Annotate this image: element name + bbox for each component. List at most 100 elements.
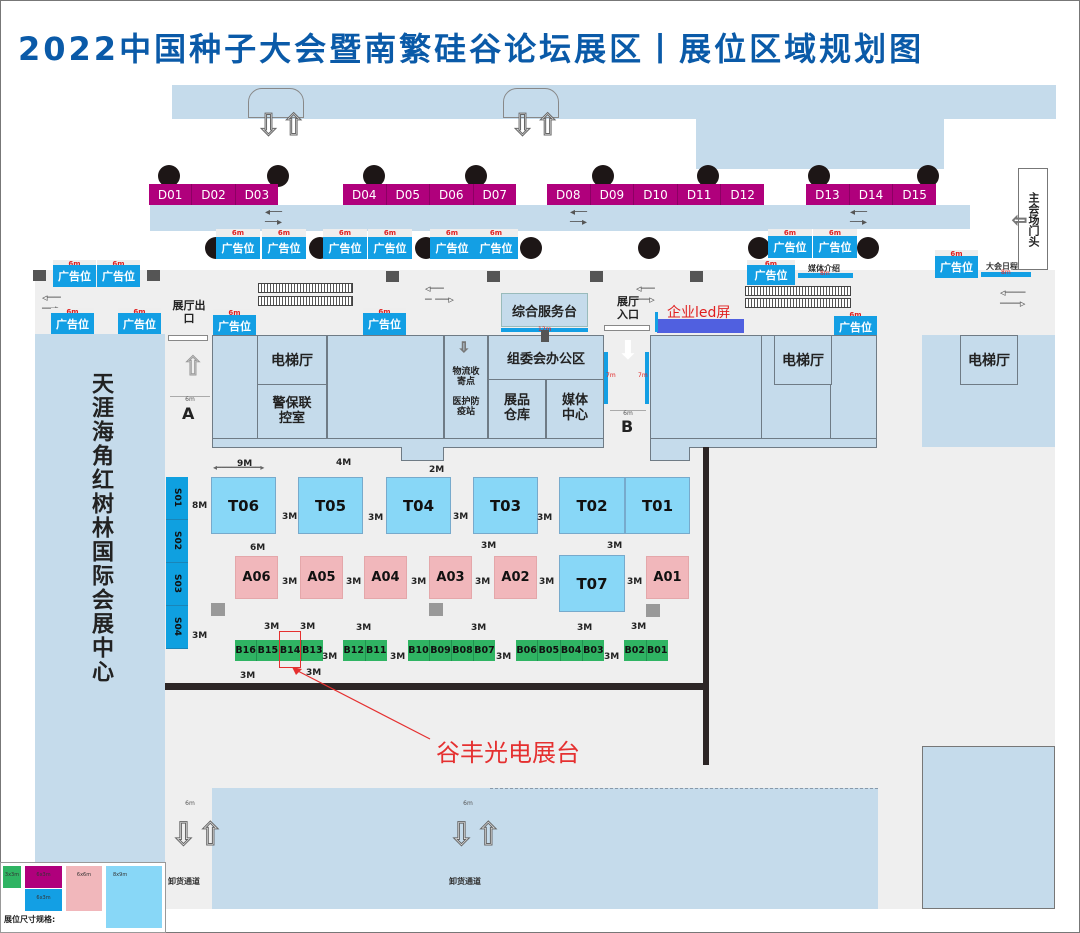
d-booth[interactable]: D12 <box>730 187 755 202</box>
d-booth[interactable]: D02 <box>192 184 236 205</box>
ad-slot[interactable]: 广告位 <box>768 236 812 258</box>
b-booth[interactable]: B13 <box>302 645 323 656</box>
b-booth[interactable]: B08 <box>452 640 474 661</box>
ad-slot[interactable]: 广告位 <box>935 256 978 278</box>
ad-slot[interactable]: 广告位 <box>813 236 857 258</box>
pillar-icon <box>363 165 385 187</box>
b-booth-group: B02 B01 <box>624 640 668 661</box>
b-booth-group: B10 B09 B08 B07 <box>408 640 495 661</box>
ad-slot[interactable]: 广告位 <box>262 237 306 259</box>
ad-slot[interactable]: 广告位 <box>834 316 877 338</box>
s-booth[interactable]: S02 <box>166 520 188 563</box>
ad-slot[interactable]: 广告位 <box>368 237 412 259</box>
b-booth[interactable]: B15 <box>257 640 280 661</box>
gate-b-ad-right <box>645 352 649 404</box>
a-booth[interactable]: A02 <box>494 556 537 599</box>
logistics-room[interactable] <box>444 335 488 439</box>
d-booth[interactable]: D08 <box>547 184 591 205</box>
ad-slot[interactable]: 广告位 <box>430 237 474 259</box>
elevator-hall[interactable]: 电梯厅 <box>774 335 832 385</box>
ad-slot[interactable]: 广告位 <box>474 237 518 259</box>
hall-entry-label: 展厅入口 <box>617 295 639 321</box>
legend-swatch: 3x3m <box>3 866 21 888</box>
b-booth[interactable]: B14 <box>280 640 302 661</box>
service-desk[interactable]: 综合服务台 <box>501 293 588 327</box>
highlight-label: 谷丰光电展台 <box>436 739 580 767</box>
dim-label: 3M <box>453 512 469 522</box>
dim-label: 3M <box>607 541 623 551</box>
s-booth[interactable]: S04 <box>166 606 188 649</box>
elevator-hall[interactable]: 电梯厅 <box>960 335 1018 385</box>
elevator-hall[interactable]: 电梯厅 <box>257 335 327 385</box>
led-edge <box>655 312 658 332</box>
t-booth[interactable]: T02 <box>559 477 625 534</box>
dim-label: 8M <box>192 501 208 511</box>
d-booth[interactable]: D03 <box>244 187 270 202</box>
media-intro-board[interactable] <box>798 273 853 278</box>
d-booth[interactable]: D11 <box>678 184 722 205</box>
a-booth[interactable]: A06 <box>235 556 278 599</box>
d-booth[interactable]: D09 <box>591 184 635 205</box>
media-center[interactable]: 媒体中心 <box>546 379 604 439</box>
blank-room <box>327 335 444 439</box>
a-booth[interactable]: A03 <box>429 556 472 599</box>
d-booth[interactable]: D05 <box>387 184 430 205</box>
b-booth[interactable]: B09 <box>430 640 452 661</box>
s-booth[interactable]: S01 <box>166 477 188 520</box>
ad-slot[interactable]: 广告位 <box>97 265 140 287</box>
b-booth-group: B06 B05 B04 B03 <box>516 640 604 661</box>
legend-swatch: 6x3m <box>25 889 62 911</box>
ad-slot[interactable]: 广告位 <box>216 237 260 259</box>
d-booth[interactable]: D01 <box>149 184 193 205</box>
t-booth[interactable]: T01 <box>625 477 690 534</box>
s-booth[interactable]: S03 <box>166 563 188 606</box>
b-booth[interactable]: B16 <box>235 640 258 661</box>
ad-slot[interactable]: 广告位 <box>118 313 161 335</box>
ad-size-label: 6m <box>368 229 412 237</box>
a-booth[interactable]: A05 <box>300 556 343 599</box>
ad-slot[interactable]: 广告位 <box>213 315 256 337</box>
ad-size-label: 6m <box>430 229 474 237</box>
a-booth[interactable]: A01 <box>646 556 689 599</box>
d-booth[interactable]: D06 <box>430 184 474 205</box>
b-booth[interactable]: B11 <box>366 645 387 656</box>
d-booth[interactable]: D13 <box>806 184 850 205</box>
ad-slot[interactable]: 广告位 <box>323 237 367 259</box>
b-booth[interactable]: B10 <box>408 640 430 661</box>
t-booth[interactable]: T03 <box>473 477 538 534</box>
ad-slot[interactable]: 广告位 <box>53 265 96 287</box>
b-booth[interactable]: B03 <box>583 645 604 656</box>
d-booth[interactable]: D14 <box>850 184 894 205</box>
d-booth[interactable]: D15 <box>902 187 927 202</box>
led-screen[interactable] <box>657 319 744 333</box>
gate-a[interactable]: A <box>182 404 195 423</box>
b-booth[interactable]: B04 <box>561 640 583 661</box>
b-booth[interactable]: B01 <box>647 645 668 656</box>
t-booth[interactable]: T06 <box>211 477 276 534</box>
d-booth[interactable]: D10 <box>634 184 678 205</box>
ad-slot[interactable]: 广告位 <box>363 313 406 335</box>
t-booth[interactable]: T07 <box>559 555 625 612</box>
t-booth[interactable]: T05 <box>298 477 363 534</box>
b-booth[interactable]: B05 <box>538 640 561 661</box>
d-booth[interactable]: D07 <box>482 187 507 202</box>
direction-arrow-icon: ◂────▸ <box>570 207 588 228</box>
security-room[interactable]: 警保联控室 <box>257 384 327 439</box>
gate-b[interactable]: B <box>621 417 634 436</box>
t-booth[interactable]: T04 <box>386 477 451 534</box>
door-icon <box>503 88 559 118</box>
b-booth-group: B12 B11 <box>343 640 387 661</box>
dim-label: 3M <box>282 512 298 522</box>
escalator-icon <box>258 283 353 293</box>
warehouse[interactable]: 展品仓库 <box>488 379 546 439</box>
schedule-board[interactable] <box>981 272 1031 277</box>
b-booth[interactable]: B12 <box>343 640 366 661</box>
d-booth[interactable]: D04 <box>343 184 387 205</box>
b-booth[interactable]: B07 <box>474 645 495 656</box>
ad-slot[interactable]: 广告位 <box>51 313 94 335</box>
a-booth[interactable]: A04 <box>364 556 407 599</box>
ad-slot[interactable]: 广告位 <box>747 265 795 285</box>
b-booth[interactable]: B06 <box>516 640 539 661</box>
b-booth[interactable]: B02 <box>624 640 647 661</box>
dim-label: 3M <box>356 623 372 633</box>
